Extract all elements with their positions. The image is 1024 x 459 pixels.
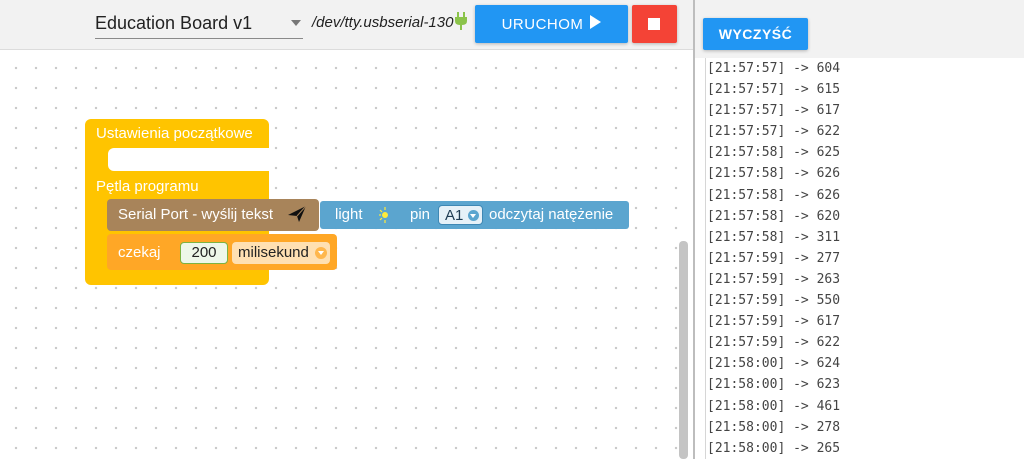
log-line: [21:58:00] -> 624 [707, 356, 841, 372]
serial-port-label: /dev/tty.usbserial-130 [312, 14, 454, 31]
board-select-value: Education Board v1 [95, 13, 253, 33]
stop-icon [648, 18, 660, 30]
setup-statement-slot [108, 148, 271, 171]
run-button[interactable]: URUCHOM [475, 5, 628, 43]
wait-unit-value: milisekund [238, 244, 309, 261]
log-line: [21:57:57] -> 617 [707, 103, 841, 119]
log-line: [21:57:58] -> 620 [707, 208, 841, 224]
send-icon [288, 205, 307, 227]
serial-monitor-log[interactable]: [21:57:57] -> 604 [21:57:57] -> 615 [21:57… [705, 58, 1024, 459]
wait-value-input[interactable]: 200 [180, 242, 228, 264]
log-line: [21:58:00] -> 278 [707, 419, 841, 435]
serial-block-label: Serial Port - wyślij tekst [118, 206, 274, 223]
sun-moon-icon [379, 206, 401, 229]
log-line: [21:57:59] -> 550 [707, 293, 841, 309]
log-line: [21:58:00] -> 461 [707, 398, 841, 414]
log-line: [21:57:59] -> 617 [707, 314, 841, 330]
chevron-down-icon [291, 20, 301, 26]
log-line: [21:57:59] -> 277 [707, 250, 841, 266]
run-button-label: URUCHOM [501, 15, 584, 33]
chevron-down-icon [468, 210, 479, 221]
log-line: [21:58:00] -> 265 [707, 440, 841, 456]
loop-label: Pętla programu [96, 178, 199, 195]
log-line: [21:57:58] -> 626 [707, 166, 841, 182]
plug-icon [454, 12, 468, 35]
serial-send-block[interactable] [107, 199, 319, 231]
board-select[interactable]: Education Board v1 [95, 8, 303, 39]
log-line: [21:57:57] -> 615 [707, 82, 841, 98]
toolbar: Education Board v1 /dev/tty.usbserial-13… [0, 0, 693, 50]
setup-label: Ustawienia początkowe [96, 125, 253, 142]
stop-button[interactable] [632, 5, 677, 43]
chevron-down-icon [315, 247, 327, 259]
pin-label: pin [410, 206, 431, 223]
workspace-scrollbar[interactable] [679, 241, 688, 459]
log-line: [21:57:59] -> 622 [707, 335, 841, 351]
log-line: [21:57:58] -> 311 [707, 229, 841, 245]
log-line: [21:58:00] -> 623 [707, 377, 841, 393]
pin-dropdown-value: A1 [445, 207, 464, 224]
log-line: [21:57:57] -> 604 [707, 61, 841, 76]
log-line: [21:57:57] -> 622 [707, 124, 841, 140]
log-line: [21:57:58] -> 626 [707, 187, 841, 203]
pin-dropdown[interactable]: A1 [438, 205, 483, 225]
wait-label: czekaj [118, 244, 161, 261]
log-line: [21:57:59] -> 263 [707, 271, 841, 287]
light-block-label: light [335, 206, 363, 223]
block-workspace[interactable] [0, 50, 693, 459]
clear-button[interactable]: WYCZYŚĆ [703, 18, 808, 50]
play-icon [589, 15, 602, 33]
wait-unit-dropdown[interactable]: milisekund [232, 242, 330, 264]
panel-divider[interactable] [693, 0, 695, 459]
read-intensity-label: odczytaj natężenie [489, 206, 614, 223]
log-line: [21:57:58] -> 625 [707, 145, 841, 161]
